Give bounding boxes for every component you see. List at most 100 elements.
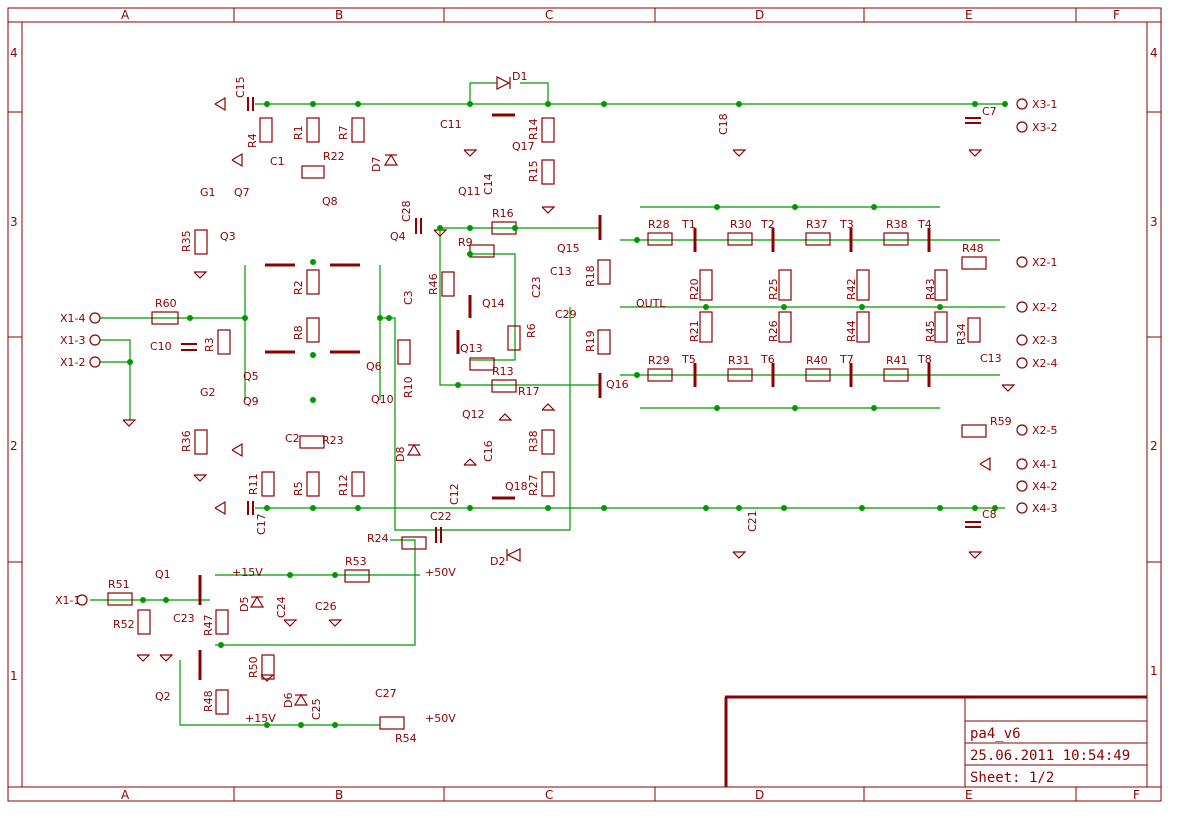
diode-label: D5 bbox=[238, 597, 251, 612]
junction-dot bbox=[437, 225, 443, 231]
capacitor-label: C14 bbox=[482, 173, 495, 195]
junction-dot bbox=[332, 572, 338, 578]
resistor-label: R21 bbox=[688, 320, 701, 342]
capacitor-label: C22 bbox=[430, 510, 452, 523]
junction-dot bbox=[242, 315, 248, 321]
transistor-label: Q12 bbox=[462, 408, 485, 421]
resistor-label: R50 bbox=[247, 656, 260, 678]
row-label-right-4: 4 bbox=[1150, 46, 1158, 60]
junction-dot bbox=[871, 204, 877, 210]
resistor-label: R25 bbox=[767, 278, 780, 300]
junction-dot bbox=[127, 359, 133, 365]
resistor-label: R1 bbox=[292, 125, 305, 140]
connector-label: X3-1 bbox=[1032, 98, 1058, 111]
diode-label: D6 bbox=[282, 693, 295, 708]
diode-label: D2 bbox=[490, 555, 505, 568]
connector-label: X1-2 bbox=[60, 356, 86, 369]
transistor-label: Q5 bbox=[243, 370, 259, 383]
row-label-left-3: 3 bbox=[10, 215, 18, 229]
resistor-label: R8 bbox=[292, 325, 305, 340]
junction-dot bbox=[298, 722, 304, 728]
transistor-label: T7 bbox=[839, 353, 854, 366]
junction-dot bbox=[781, 304, 787, 310]
junction-dot bbox=[792, 204, 798, 210]
junction-dot bbox=[386, 315, 392, 321]
resistor-label: R13 bbox=[492, 365, 514, 378]
net-label: +15V bbox=[245, 712, 276, 725]
col-label-top-e: E bbox=[965, 8, 973, 22]
col-label-top-c: C bbox=[545, 8, 553, 22]
title-name: pa4_v6 bbox=[970, 726, 1021, 742]
resistor-label: R24 bbox=[367, 532, 389, 545]
resistor-label: R14 bbox=[527, 118, 540, 140]
transistor-label: Q8 bbox=[322, 195, 338, 208]
resistor-label: R47 bbox=[202, 614, 215, 636]
junction-dot bbox=[310, 397, 316, 403]
junction-dot bbox=[545, 505, 551, 511]
capacitor-label: C16 bbox=[482, 440, 495, 462]
junction-dot bbox=[332, 722, 338, 728]
transistor-label: T6 bbox=[760, 353, 775, 366]
transistor-label: Q16 bbox=[606, 378, 629, 391]
resistor-label: R35 bbox=[180, 230, 193, 252]
connector-label: X4-3 bbox=[1032, 502, 1058, 515]
row-label-left-1: 1 bbox=[10, 669, 18, 683]
connector-label: X2-2 bbox=[1032, 301, 1058, 314]
capacitor-label: C1 bbox=[270, 155, 285, 168]
capacitor-label: C29 bbox=[555, 308, 577, 321]
junction-dot bbox=[601, 505, 607, 511]
resistor-label: R27 bbox=[527, 474, 540, 496]
col-label-bottom-e: E bbox=[965, 788, 973, 802]
resistor-label: R34 bbox=[955, 323, 968, 345]
capacitor-label: C15 bbox=[234, 76, 247, 98]
col-label-bottom-b: B bbox=[335, 788, 343, 802]
net-label: +50V bbox=[425, 566, 456, 579]
resistor-label: R20 bbox=[688, 278, 701, 300]
net-label: +50V bbox=[425, 712, 456, 725]
resistor-label: R40 bbox=[806, 354, 828, 367]
net-label: OUTL bbox=[636, 297, 666, 310]
resistor-label: R17 bbox=[518, 385, 540, 398]
transistor-label: G2 bbox=[200, 386, 216, 399]
resistor-label: R44 bbox=[845, 320, 858, 342]
transistor-label: Q10 bbox=[371, 393, 394, 406]
transistor-label: Q14 bbox=[482, 297, 505, 310]
transistor-label: T1 bbox=[681, 218, 696, 231]
capacitor-label: C27 bbox=[375, 687, 397, 700]
connector-label: X1-1 bbox=[55, 594, 81, 607]
resistor-label: R15 bbox=[527, 160, 540, 182]
junction-dot bbox=[455, 382, 461, 388]
col-label-top-f: F bbox=[1113, 8, 1120, 22]
resistor-label: R53 bbox=[345, 555, 367, 568]
junction-dot bbox=[703, 304, 709, 310]
resistor-label: R60 bbox=[155, 297, 177, 310]
resistor-label: R28 bbox=[648, 218, 670, 231]
capacitor-label: C26 bbox=[315, 600, 337, 613]
transistor-label: Q7 bbox=[234, 186, 250, 199]
capacitor-label: C28 bbox=[400, 200, 413, 222]
transistor-label: Q4 bbox=[390, 230, 406, 243]
capacitor-label: C23 bbox=[530, 276, 543, 298]
resistor-label: R16 bbox=[492, 207, 514, 220]
junction-dot bbox=[218, 642, 224, 648]
junction-dot bbox=[992, 505, 998, 511]
transistor-label: Q15 bbox=[557, 242, 580, 255]
capacitor-label: C21 bbox=[746, 510, 759, 532]
junction-dot bbox=[355, 505, 361, 511]
resistor-label: R22 bbox=[323, 150, 345, 163]
capacitor-label: C12 bbox=[448, 483, 461, 505]
transistor-label: Q9 bbox=[243, 395, 259, 408]
diode-label: D1 bbox=[512, 70, 527, 83]
transistor-label: T8 bbox=[917, 353, 932, 366]
connector-label: X2-4 bbox=[1032, 357, 1058, 370]
resistor-label: R4 bbox=[246, 133, 259, 148]
junction-dot bbox=[634, 237, 640, 243]
diode-label: D7 bbox=[370, 157, 383, 172]
junction-dot bbox=[264, 722, 270, 728]
junction-dot bbox=[140, 597, 146, 603]
component-labels: X3-1X3-2X2-1X2-2X2-3X2-4X2-5X4-1X4-2X4-3… bbox=[55, 70, 1058, 745]
component-symbols bbox=[107, 76, 1016, 730]
junction-dot bbox=[714, 204, 720, 210]
capacitor-label: C3 bbox=[402, 290, 415, 305]
